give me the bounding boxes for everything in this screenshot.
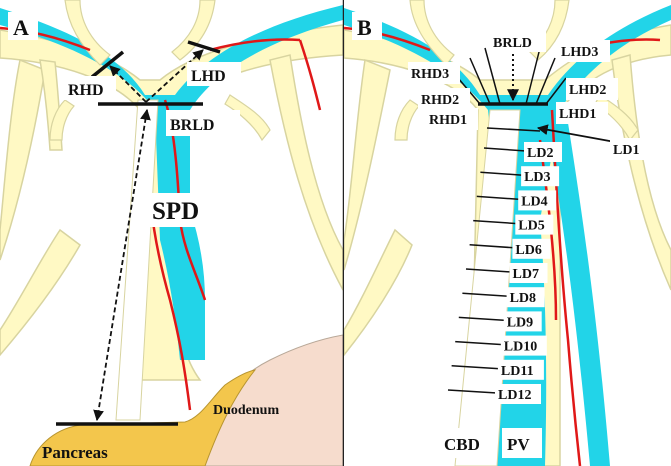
ld-level-line (465, 268, 512, 273)
lhd-label-box (187, 62, 241, 86)
ld-level-label-box (497, 359, 544, 380)
lhd1-label: LHD1 (559, 107, 596, 122)
ld-level-line (455, 340, 503, 346)
pancreas-label: Pancreas (42, 443, 108, 462)
ld-level-label-box (500, 335, 547, 356)
ld-level-label: LD9 (507, 315, 533, 330)
panel-b-letter-box (352, 12, 382, 40)
rhd1-label: RHD1 (429, 113, 467, 128)
ld-level-line (458, 316, 506, 322)
panel-a-letter: A (13, 15, 29, 40)
panel-b-measurements (457, 47, 616, 143)
ld1-arrow (536, 124, 616, 143)
ld-level-line (469, 244, 515, 249)
ld1-line (486, 127, 541, 132)
panel-a-duct-walls (49, 0, 271, 142)
lhd-bar (187, 40, 221, 54)
ld-level-label-box (521, 166, 560, 187)
ld-level-label: LD7 (513, 267, 539, 282)
lhd-label: LHD (191, 68, 226, 85)
ld-level-label: LD6 (515, 243, 541, 258)
lhd2-label: LHD2 (569, 83, 606, 98)
ld-level-label: LD11 (501, 364, 534, 379)
ld1-label: LD1 (613, 143, 639, 158)
rhd3-label-box (408, 62, 460, 84)
brld-label-box (166, 110, 240, 136)
ld-level-label: LD5 (518, 219, 544, 234)
rhd3-line (484, 47, 501, 105)
ld-level-label-box (524, 142, 562, 162)
lhd3-label-box (558, 40, 610, 62)
ld-level-line (462, 292, 509, 297)
duodenum-label: Duodenum (213, 403, 279, 418)
ld-level-lines (447, 147, 527, 394)
lhd2-line (535, 57, 556, 105)
panel-b: B BRLD RHD3 LHD3 RHD2 LHD2 RHD1 LHD1 LD1… (344, 0, 671, 466)
panel-a-letter-box (8, 12, 38, 40)
ld-level-line (473, 219, 518, 225)
rhd-label: RHD (68, 82, 104, 99)
brld-label-a: BRLD (170, 117, 214, 134)
ld-level-label: LD12 (498, 388, 531, 403)
rhd-label-box (64, 76, 116, 100)
rhd3-label: RHD3 (411, 67, 449, 82)
ld-level-line (476, 195, 521, 201)
ld-level-label-box (495, 384, 541, 404)
ld-level-line (447, 389, 498, 394)
rhd2-label-box (418, 88, 470, 110)
lhd1-label-box (556, 102, 608, 124)
spd-label-box (148, 193, 216, 227)
ld-level-label: LD8 (510, 291, 536, 306)
brld-label-box-b (490, 30, 546, 52)
rhd-bar (90, 50, 125, 79)
ld-level-label-box (503, 311, 542, 332)
ld-level-label-box (509, 263, 548, 283)
rhd2-label: RHD2 (421, 93, 459, 108)
ld-level-line (480, 171, 524, 176)
ld-level-label: LD3 (524, 170, 550, 185)
pancreas-shape (29, 369, 257, 466)
panel-a-bile-ducts (0, 5, 343, 360)
cbd-label: CBD (444, 435, 480, 454)
ld-level-label: LD10 (504, 340, 537, 355)
ld-level-label-box (506, 287, 545, 308)
panel-a: A RHD LHD BRLD SPD Duodenum Pancreas (0, 0, 343, 466)
ld-level-line (483, 147, 527, 152)
rhd2-line (469, 57, 491, 105)
ld-level-label-box (515, 214, 554, 235)
panel-b-letter: B (357, 15, 372, 40)
rhd1-label-box (426, 108, 478, 130)
lhd2-label-box (566, 78, 618, 100)
pv-label-box (502, 428, 542, 458)
brld-label-b: BRLD (493, 36, 532, 51)
pv-label: PV (507, 435, 530, 454)
ld-level-line (451, 365, 500, 370)
spd-label: SPD (152, 198, 199, 225)
ld-level-label-box (518, 190, 557, 211)
lhd1-line (545, 77, 567, 105)
ld-level-label-box (512, 238, 551, 259)
lhd3-line (525, 47, 541, 105)
panel-a-measurements (56, 40, 221, 426)
lhd3-label: LHD3 (561, 45, 598, 60)
ld-level-label: LD4 (521, 194, 547, 209)
cbd-label-box (440, 428, 488, 458)
ld-level-label: LD2 (527, 146, 553, 161)
ld1-label-box (610, 138, 654, 160)
